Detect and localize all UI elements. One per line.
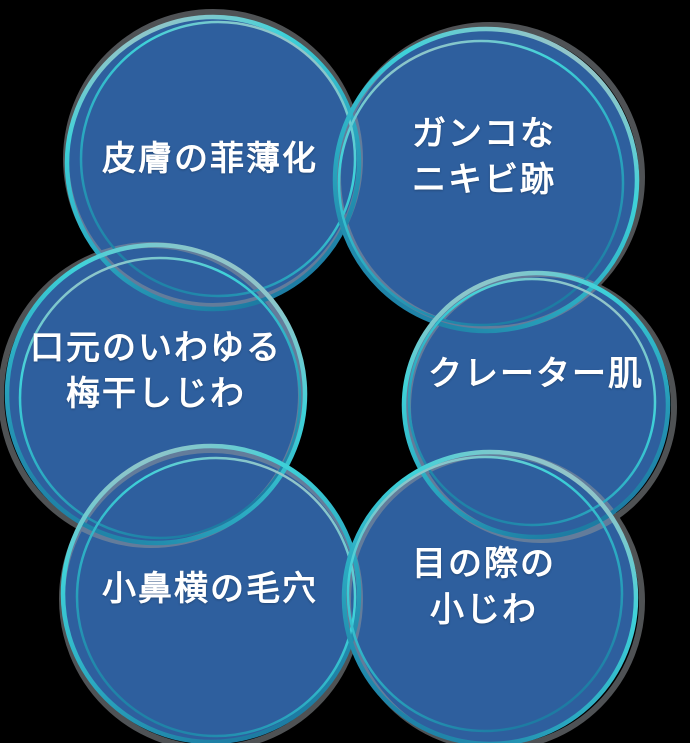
label-line: クレーター肌 xyxy=(428,356,644,394)
circle-fills xyxy=(7,17,668,743)
label-line: 小鼻横の毛穴 xyxy=(102,571,318,609)
inner-ring-eye-wrinkles xyxy=(346,455,624,733)
circle-label-nose-pores: 小鼻横の毛穴 xyxy=(102,567,318,613)
label-line: ガンコな xyxy=(412,116,556,154)
circle-fill-acne-scars xyxy=(335,29,637,331)
outer-ring-acne-scars xyxy=(332,26,640,334)
outer-ring-mouth-wrinkles xyxy=(4,242,308,546)
outer-ring-eye-wrinkles xyxy=(341,449,639,743)
outer-ring-skin-thinning xyxy=(64,14,362,312)
label-line: 目の際の xyxy=(412,546,556,584)
circle-fill-nose-pores xyxy=(63,446,359,742)
inner-ring-crater-skin xyxy=(407,277,657,527)
inner-ring-nose-pores xyxy=(75,456,357,738)
circle-outline-rings xyxy=(4,14,671,743)
label-line: 梅干しじわ xyxy=(66,376,246,413)
outer-ring-nose-pores xyxy=(60,443,362,743)
circle-fill-eye-wrinkles xyxy=(344,452,636,743)
circle-label-skin-thinning: 皮膚の菲薄化 xyxy=(102,137,318,183)
inner-ring-mouth-wrinkles xyxy=(18,256,302,540)
inner-ring-acne-scars xyxy=(337,39,625,327)
label-line: ニキビ跡 xyxy=(412,162,556,199)
inner-ring-skin-thinning xyxy=(79,20,357,298)
circle-label-eye-wrinkles: 目の際の 小じわ xyxy=(412,542,556,634)
label-line: 皮膚の菲薄化 xyxy=(102,141,318,179)
label-line: 小じわ xyxy=(430,592,538,629)
circle-label-mouth-wrinkles: 口元のいわゆる 梅干しじわ xyxy=(30,326,282,418)
circle-label-crater-skin: クレーター肌 xyxy=(428,352,644,398)
circle-label-acne-scars: ガンコな ニキビ跡 xyxy=(412,112,556,204)
label-line: 口元のいわゆる xyxy=(30,330,282,368)
circle-fill-skin-thinning xyxy=(67,17,359,309)
outer-ring-crater-skin xyxy=(401,270,671,540)
